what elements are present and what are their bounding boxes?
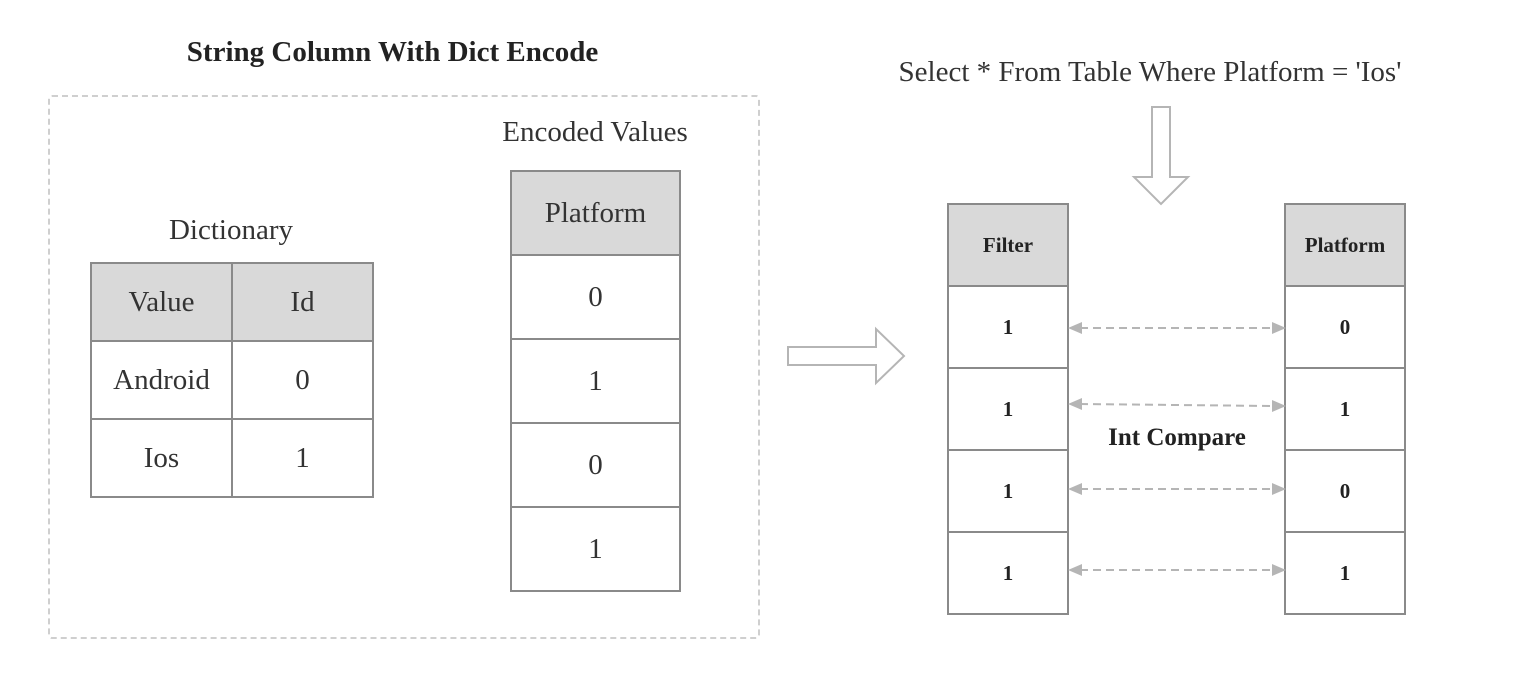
- platform-cell: 1: [1284, 367, 1406, 451]
- diagram-title: String Column With Dict Encode: [186, 36, 599, 68]
- dict-encode-container: [48, 95, 760, 639]
- encoded-cell: 0: [510, 254, 681, 340]
- platform-header: Platform: [1284, 203, 1406, 287]
- encoded-values-table: Platform 0 1 0 1: [510, 170, 681, 592]
- dictionary-table: Value Id Android 0 Ios 1: [90, 262, 374, 498]
- filter-header: Filter: [947, 203, 1069, 287]
- dictionary-header-value: Value: [90, 262, 233, 342]
- down-arrow-icon: [1131, 106, 1191, 206]
- dictionary-label: Dictionary: [168, 214, 293, 246]
- platform-cell: 0: [1284, 449, 1406, 533]
- sql-query: Select * From Table Where Platform = 'Io…: [898, 56, 1402, 88]
- encoded-values-label: Encoded Values: [502, 116, 688, 148]
- encoded-header: Platform: [510, 170, 681, 256]
- right-arrow-icon: [787, 326, 906, 386]
- dictionary-cell: Android: [90, 340, 233, 420]
- filter-cell: 1: [947, 285, 1069, 369]
- platform-cell: 1: [1284, 531, 1406, 615]
- dictionary-cell: Ios: [90, 418, 233, 498]
- dictionary-cell: 0: [231, 340, 374, 420]
- filter-cell: 1: [947, 449, 1069, 533]
- compare-arrow-icon: [1068, 564, 1286, 576]
- encoded-cell: 0: [510, 422, 681, 508]
- encoded-cell: 1: [510, 506, 681, 592]
- dictionary-header-id: Id: [231, 262, 374, 342]
- compare-arrow-icon: [1068, 483, 1286, 495]
- platform-table: Platform 0 1 0 1: [1284, 203, 1406, 615]
- compare-arrow-icon: [1068, 398, 1286, 412]
- encoded-cell: 1: [510, 338, 681, 424]
- compare-arrow-icon: [1068, 322, 1286, 334]
- int-compare-label: Int Compare: [1108, 424, 1246, 451]
- filter-cell: 1: [947, 531, 1069, 615]
- dictionary-cell: 1: [231, 418, 374, 498]
- platform-cell: 0: [1284, 285, 1406, 369]
- filter-table: Filter 1 1 1 1: [947, 203, 1069, 615]
- filter-cell: 1: [947, 367, 1069, 451]
